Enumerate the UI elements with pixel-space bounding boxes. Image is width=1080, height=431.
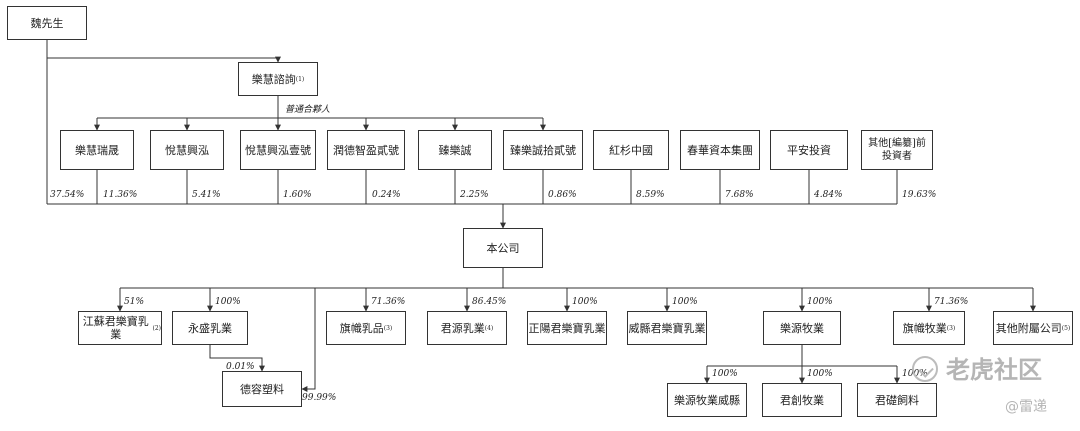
node-shareholder: 春華資本集團 bbox=[680, 130, 760, 170]
node-label: 旗幟牧業 bbox=[902, 321, 947, 335]
node-label: 君源乳業 bbox=[440, 321, 485, 335]
node-leyuan-child: 君創牧業 bbox=[762, 383, 842, 417]
node-label: 樂源牧業 bbox=[780, 321, 824, 335]
node-subsidiary: 威縣君樂寶乳業 bbox=[627, 311, 707, 345]
node-wei: 魏先生 bbox=[7, 6, 87, 40]
node-company: 本公司 bbox=[463, 228, 543, 268]
node-label: 樂慧諮詢 bbox=[251, 72, 296, 86]
footnote-ref: (2) bbox=[152, 324, 162, 332]
pct-shareholder: 0.24% bbox=[372, 190, 401, 200]
node-label: 江蘇君樂寶乳業 bbox=[82, 315, 149, 341]
node-shareholder: 潤德智盈貳號 bbox=[327, 130, 405, 170]
node-label: 旗幟乳品 bbox=[339, 321, 384, 335]
pct-subsidiary: 71.36% bbox=[371, 297, 406, 307]
node-subsidiary: 永盛乳業 bbox=[172, 311, 248, 345]
node-label: 其他附屬公司 bbox=[995, 321, 1062, 335]
node-label: 永盛乳業 bbox=[188, 321, 232, 335]
node-subsidiary: 旗幟牧業(3) bbox=[893, 311, 965, 345]
node-shareholder: 臻樂誠 bbox=[418, 130, 492, 170]
node-shareholder: 樂慧瑞晟 bbox=[60, 130, 134, 170]
pct-shareholder: 19.63% bbox=[902, 190, 937, 200]
footnote-ref: (4) bbox=[484, 324, 494, 332]
gp-label: 普通合夥人 bbox=[285, 105, 331, 115]
node-leyuan-child: 君礎飼料 bbox=[857, 383, 937, 417]
node-shareholder: 臻樂誠拾貳號 bbox=[503, 130, 583, 170]
pct-leyuan-child: 100% bbox=[807, 369, 833, 379]
node-subsidiary: 君源乳業(4) bbox=[427, 311, 507, 345]
pct-derong-from-company: 99.99% bbox=[302, 393, 337, 403]
pct-subsidiary: 100% bbox=[807, 297, 833, 307]
node-subsidiary: 正陽君樂寶乳業 bbox=[527, 311, 607, 345]
pct-subsidiary: 100% bbox=[672, 297, 698, 307]
node-subsidiary: 樂源牧業 bbox=[763, 311, 841, 345]
node-leyuan-child: 樂源牧業威縣 bbox=[667, 383, 747, 417]
pct-shareholder: 0.86% bbox=[548, 190, 577, 200]
pct-subsidiary: 100% bbox=[572, 297, 598, 307]
tiger-logo-icon bbox=[912, 356, 938, 382]
watermark-tiger: 老虎社区 bbox=[946, 356, 1042, 384]
node-shareholder: 其他[編纂]前投資者 bbox=[861, 130, 933, 170]
footnote-ref: (1) bbox=[295, 75, 305, 83]
node-lehui-consulting: 樂慧諮詢(1) bbox=[238, 62, 318, 96]
node-label: 威縣君樂寶乳業 bbox=[628, 321, 706, 335]
pct-shareholder: 8.59% bbox=[636, 190, 665, 200]
pct-shareholder: 11.36% bbox=[103, 190, 138, 200]
pct-shareholder: 5.41% bbox=[192, 190, 221, 200]
pct-shareholder: 7.68% bbox=[725, 190, 754, 200]
pct-shareholder: 1.60% bbox=[283, 190, 312, 200]
node-subsidiary: 其他附屬公司(5) bbox=[993, 311, 1073, 345]
node-label: 正陽君樂寶乳業 bbox=[528, 321, 606, 335]
footnote-ref: (3) bbox=[946, 324, 956, 332]
pct-shareholder: 2.25% bbox=[460, 190, 489, 200]
pct-wei-direct: 37.54% bbox=[50, 190, 85, 200]
pct-leyuan-child: 100% bbox=[712, 369, 738, 379]
pct-subsidiary: 100% bbox=[215, 297, 241, 307]
pct-subsidiary: 86.45% bbox=[472, 297, 507, 307]
node-subsidiary: 旗幟乳品(3) bbox=[326, 311, 406, 345]
pct-shareholder: 4.84% bbox=[814, 190, 843, 200]
node-shareholder: 紅杉中國 bbox=[593, 130, 669, 170]
footnote-ref: (3) bbox=[383, 324, 393, 332]
watermark-leidi: @雷递 bbox=[1005, 399, 1047, 415]
pct-subsidiary: 51% bbox=[124, 297, 145, 307]
node-shareholder: 悅慧興泓 bbox=[150, 130, 224, 170]
pct-derong-from-yongsheng: 0.01% bbox=[226, 362, 255, 372]
node-subsidiary: 江蘇君樂寶乳業(2) bbox=[78, 311, 162, 345]
pct-subsidiary: 71.36% bbox=[934, 297, 969, 307]
node-shareholder: 平安投資 bbox=[770, 130, 848, 170]
node-derong: 德容塑料 bbox=[222, 371, 302, 407]
footnote-ref: (5) bbox=[1061, 324, 1071, 332]
node-shareholder: 悅慧興泓壹號 bbox=[240, 130, 316, 170]
